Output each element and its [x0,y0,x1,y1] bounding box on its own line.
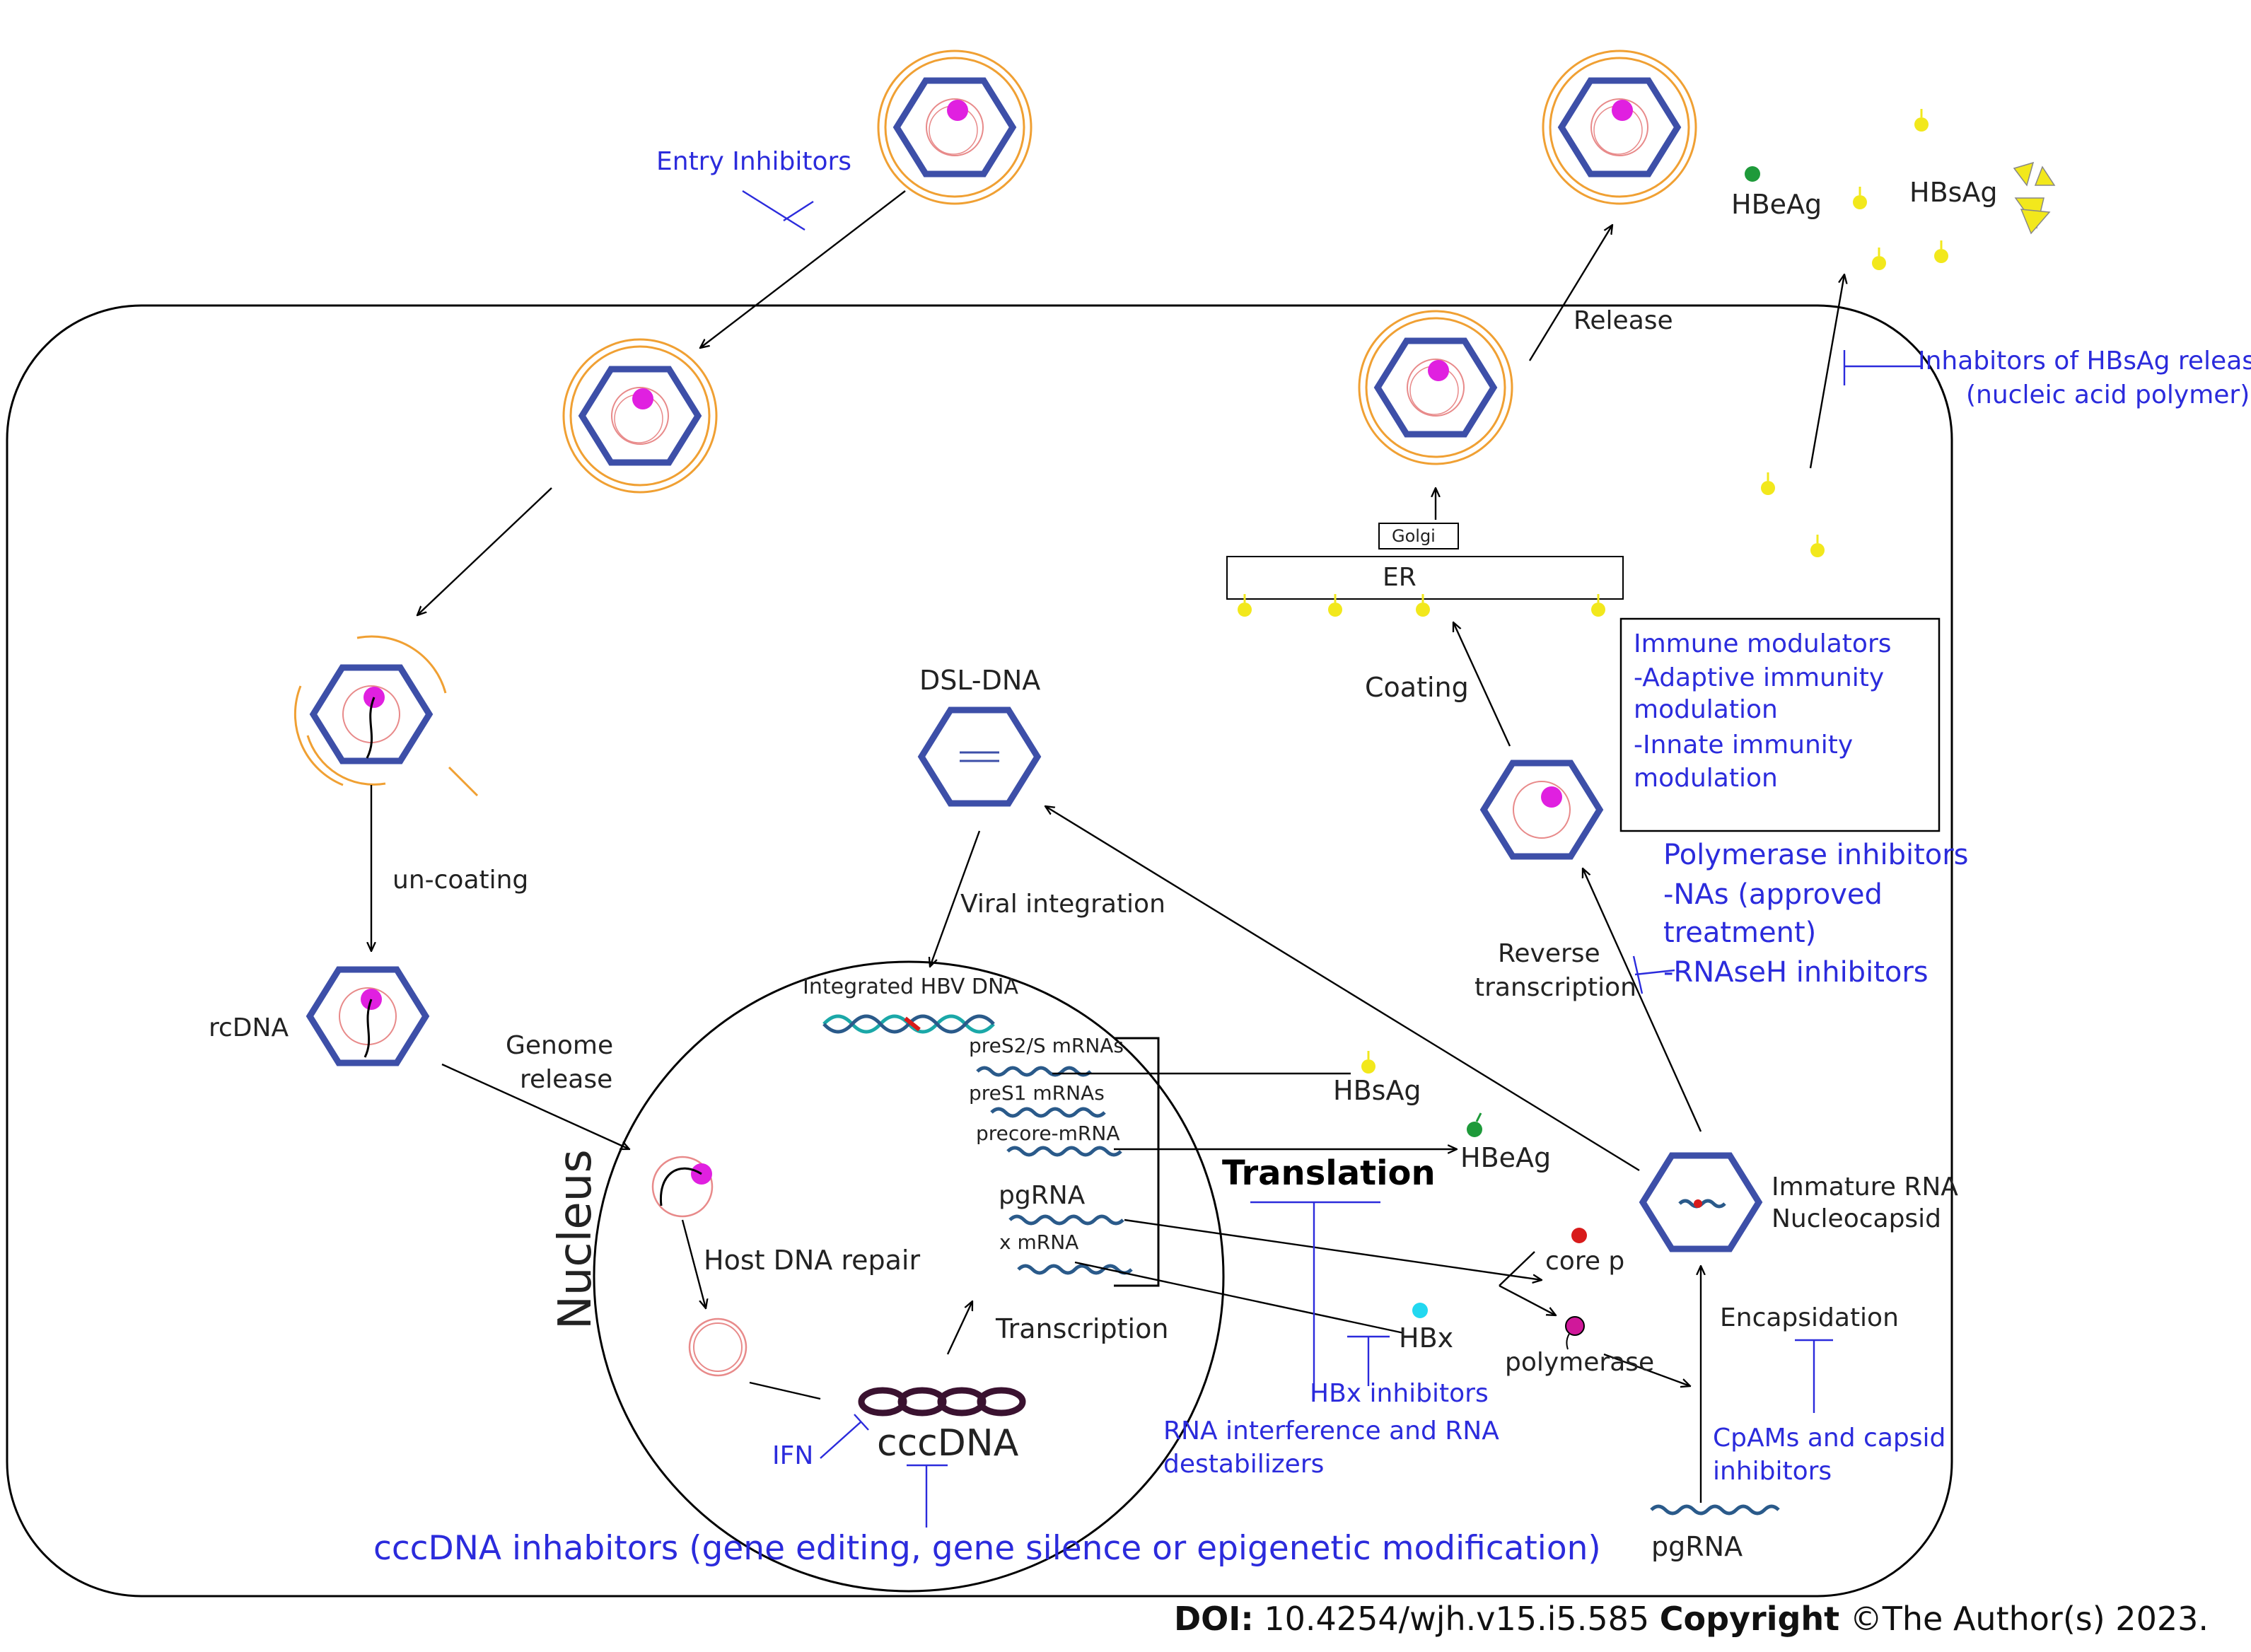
label-hbeag-mid: HBeAg [1460,1142,1551,1173]
nucleus-membrane [593,960,1225,1593]
label-rna-destabilizers: destabilizers [1163,1450,1324,1479]
label-nucleocapsid: Nucleocapsid [1772,1204,1941,1233]
hbeag-top-dot [1745,166,1760,182]
copyright-value: ©The Author(s) 2023. [1849,1600,2209,1638]
label-integrated-hbv-dna: Integrated HBV DNA [803,975,1018,999]
label-x-mrna: x mRNA [999,1231,1078,1254]
label-immune-3: modulation [1634,695,1778,724]
precore-mrna-wave [1008,1148,1121,1155]
er-box [1226,556,1624,600]
label-immune-4: -Innate immunity [1634,731,1853,760]
label-polymerase-inhibitors-3: treatment) [1663,917,1816,949]
integrated-dna-helix [822,1014,995,1034]
label-golgi: Golgi [1392,526,1436,546]
label-pres1-mrnas: preS1 mRNAs [969,1081,1105,1105]
label-rcdna: rcDNA [209,1013,289,1042]
label-pres2-mrnas: preS2/S mRNAs [969,1034,1124,1057]
label-genome-release: release [520,1065,612,1094]
label-coating: Coating [1365,672,1469,703]
label-transcription: Transcription [995,1313,1168,1344]
xmrna-wave [1018,1266,1132,1273]
hbsag-mid-dot [1360,1049,1377,1075]
label-hbsag-release-inhibitors-sub: (nucleic acid polymer) [1966,380,2250,409]
label-dsl-dna: DSL-DNA [919,665,1040,696]
label-immune-2: -Adaptive immunity [1634,663,1884,692]
hbsag-top-2 [1851,185,1868,211]
label-precore-mrna: precore-mRNA [976,1122,1119,1145]
virion-released [1543,51,1696,204]
label-polymerase-inhibitors-2: -NAs (approved [1663,878,1883,911]
label-nucleus: Nucleus [549,1149,602,1330]
rc-intermediate [651,1156,714,1218]
label-rna-interference: RNA interference and RNA [1163,1417,1499,1446]
label-pgrna-bottom: pgRNA [1651,1531,1743,1562]
label-capsid-inhibitors: inhibitors [1713,1457,1832,1486]
hbeag-mid-dot [1467,1122,1482,1137]
label-transcription-rt: transcription [1475,973,1636,1002]
label-hbsag-top: HBsAg [1909,177,1998,208]
label-viral-integration: Viral integration [960,890,1165,919]
virion-uncoating [293,635,479,797]
label-polymerase: polymerase [1505,1348,1654,1377]
pres1-mrna-wave [991,1109,1105,1116]
doi-label: DOI: [1173,1600,1254,1638]
hbsag-top-4 [1933,239,1950,264]
label-hbsag-release-inhibitors: Inhabitors of HBsAg release [1918,347,2251,376]
hbsag-inside-2 [1809,533,1826,559]
dsl-dna-capsid [921,710,1037,803]
label-cccdna: cccDNA [877,1422,1019,1465]
label-reverse: Reverse [1498,939,1600,968]
label-entry-inhibitors: Entry Inhibitors [656,147,851,176]
core-protein-dot [1571,1228,1587,1243]
hbsag-filaments [2013,161,2056,235]
doi-copyright-line: DOI: 10.4254/wjh.v15.i5.585 Copyright ©T… [1174,1600,2209,1638]
hbsag-top-1 [1913,107,1930,133]
label-immune-1: Immune modulators [1634,629,1892,658]
label-polymerase-inhibitors-1: Polymerase inhibitors [1663,839,1969,871]
hbsag-top-3 [1871,246,1888,272]
virion-mature [1359,311,1512,464]
repaired-circle [688,1317,748,1377]
pgrna-bottom-wave [1650,1504,1780,1516]
label-polymerase-inhibitors-4: -RNAseH inhibitors [1663,956,1929,989]
label-genome: Genome [506,1031,613,1060]
label-translation: Translation [1222,1153,1436,1193]
virion-entry-outside [878,51,1031,204]
cell-membrane [6,304,1953,1598]
label-er: ER [1383,563,1417,592]
immature-nucleocapsid [1643,1156,1759,1249]
label-hbsag-mid: HBsAg [1333,1075,1421,1106]
polymerase-dot [1565,1316,1585,1336]
golgi-box [1378,523,1459,549]
label-cccdna-inhibitors: cccDNA inhabitors (gene editing, gene si… [373,1529,1601,1568]
label-pgrna: pgRNA [999,1181,1086,1210]
inhibitor-marks [742,190,1922,1528]
label-immature-rna: Immature RNA [1772,1173,1958,1202]
pathway-arrows [371,190,1844,1503]
rcdna-capsid [310,970,426,1063]
hbx-dot [1412,1303,1428,1318]
pgrna-wave [1010,1216,1123,1223]
label-host-dna-repair: Host DNA repair [704,1245,920,1276]
label-release: Release [1574,306,1673,335]
immune-modulators-box [1619,617,1941,832]
label-ifn: IFN [772,1441,813,1470]
hbsag-inside-1 [1759,471,1776,496]
label-core-p: core p [1545,1247,1624,1276]
label-hbx: HBx [1399,1322,1453,1354]
capsid-reverse-transcribed [1484,763,1600,856]
label-hbx-inhibitors: HBx inhibitors [1310,1379,1489,1408]
cccdna-chain [858,1387,1026,1417]
doi-value: 10.4254/wjh.v15.i5.585 [1264,1600,1650,1638]
virion-entering [564,339,716,492]
copyright-label: Copyright [1659,1600,1840,1638]
label-encapsidation: Encapsidation [1720,1303,1899,1332]
label-cpams: CpAMs and capsid [1713,1424,1945,1453]
label-uncoating: un-coating [392,866,528,895]
label-immune-5: modulation [1634,764,1778,793]
transcript-bracket [1114,1037,1160,1287]
label-hbeag-top: HBeAg [1731,189,1822,220]
